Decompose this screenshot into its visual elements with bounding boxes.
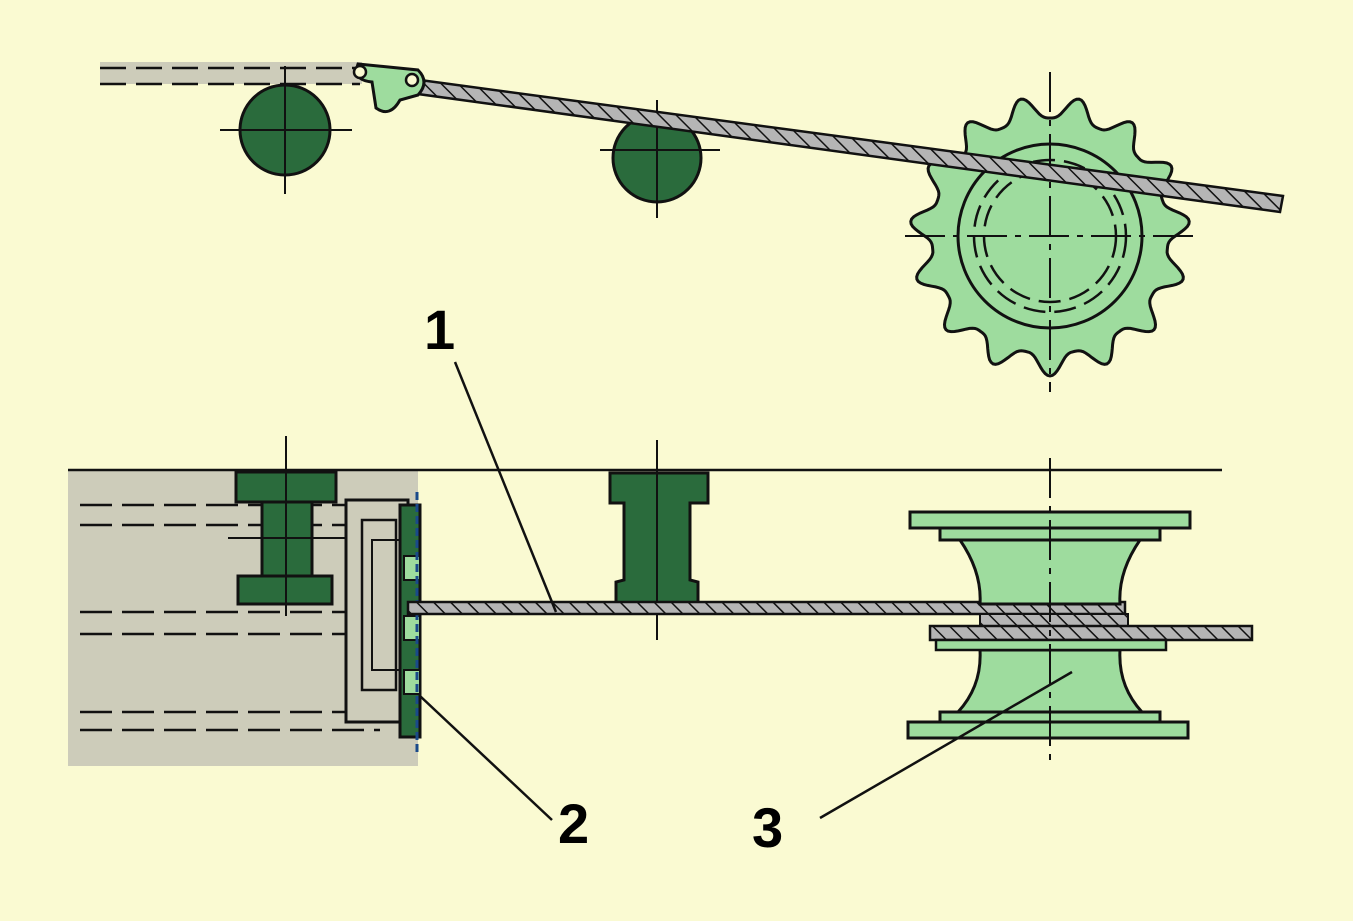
plan-view: [68, 361, 1254, 821]
leader-line-3: [819, 670, 1073, 820]
idler-spool: [906, 458, 1192, 768]
side-view: [100, 62, 1285, 392]
hull-strip-top: [100, 62, 362, 84]
drive-sprocket: [905, 72, 1200, 392]
clamp-assembly: [344, 492, 422, 752]
leader-line-2: [419, 695, 553, 821]
road-wheel-1: [220, 66, 352, 194]
callout-2: 2: [558, 792, 590, 855]
track-band-top: [416, 78, 1285, 214]
callout-1: 1: [424, 298, 456, 361]
callout-3: 3: [752, 796, 784, 859]
track-band-plan-3: [928, 624, 1254, 642]
leader-line-1: [453, 361, 558, 613]
track-clamp-bracket: [352, 62, 426, 114]
roller-spool-1: [228, 436, 346, 616]
